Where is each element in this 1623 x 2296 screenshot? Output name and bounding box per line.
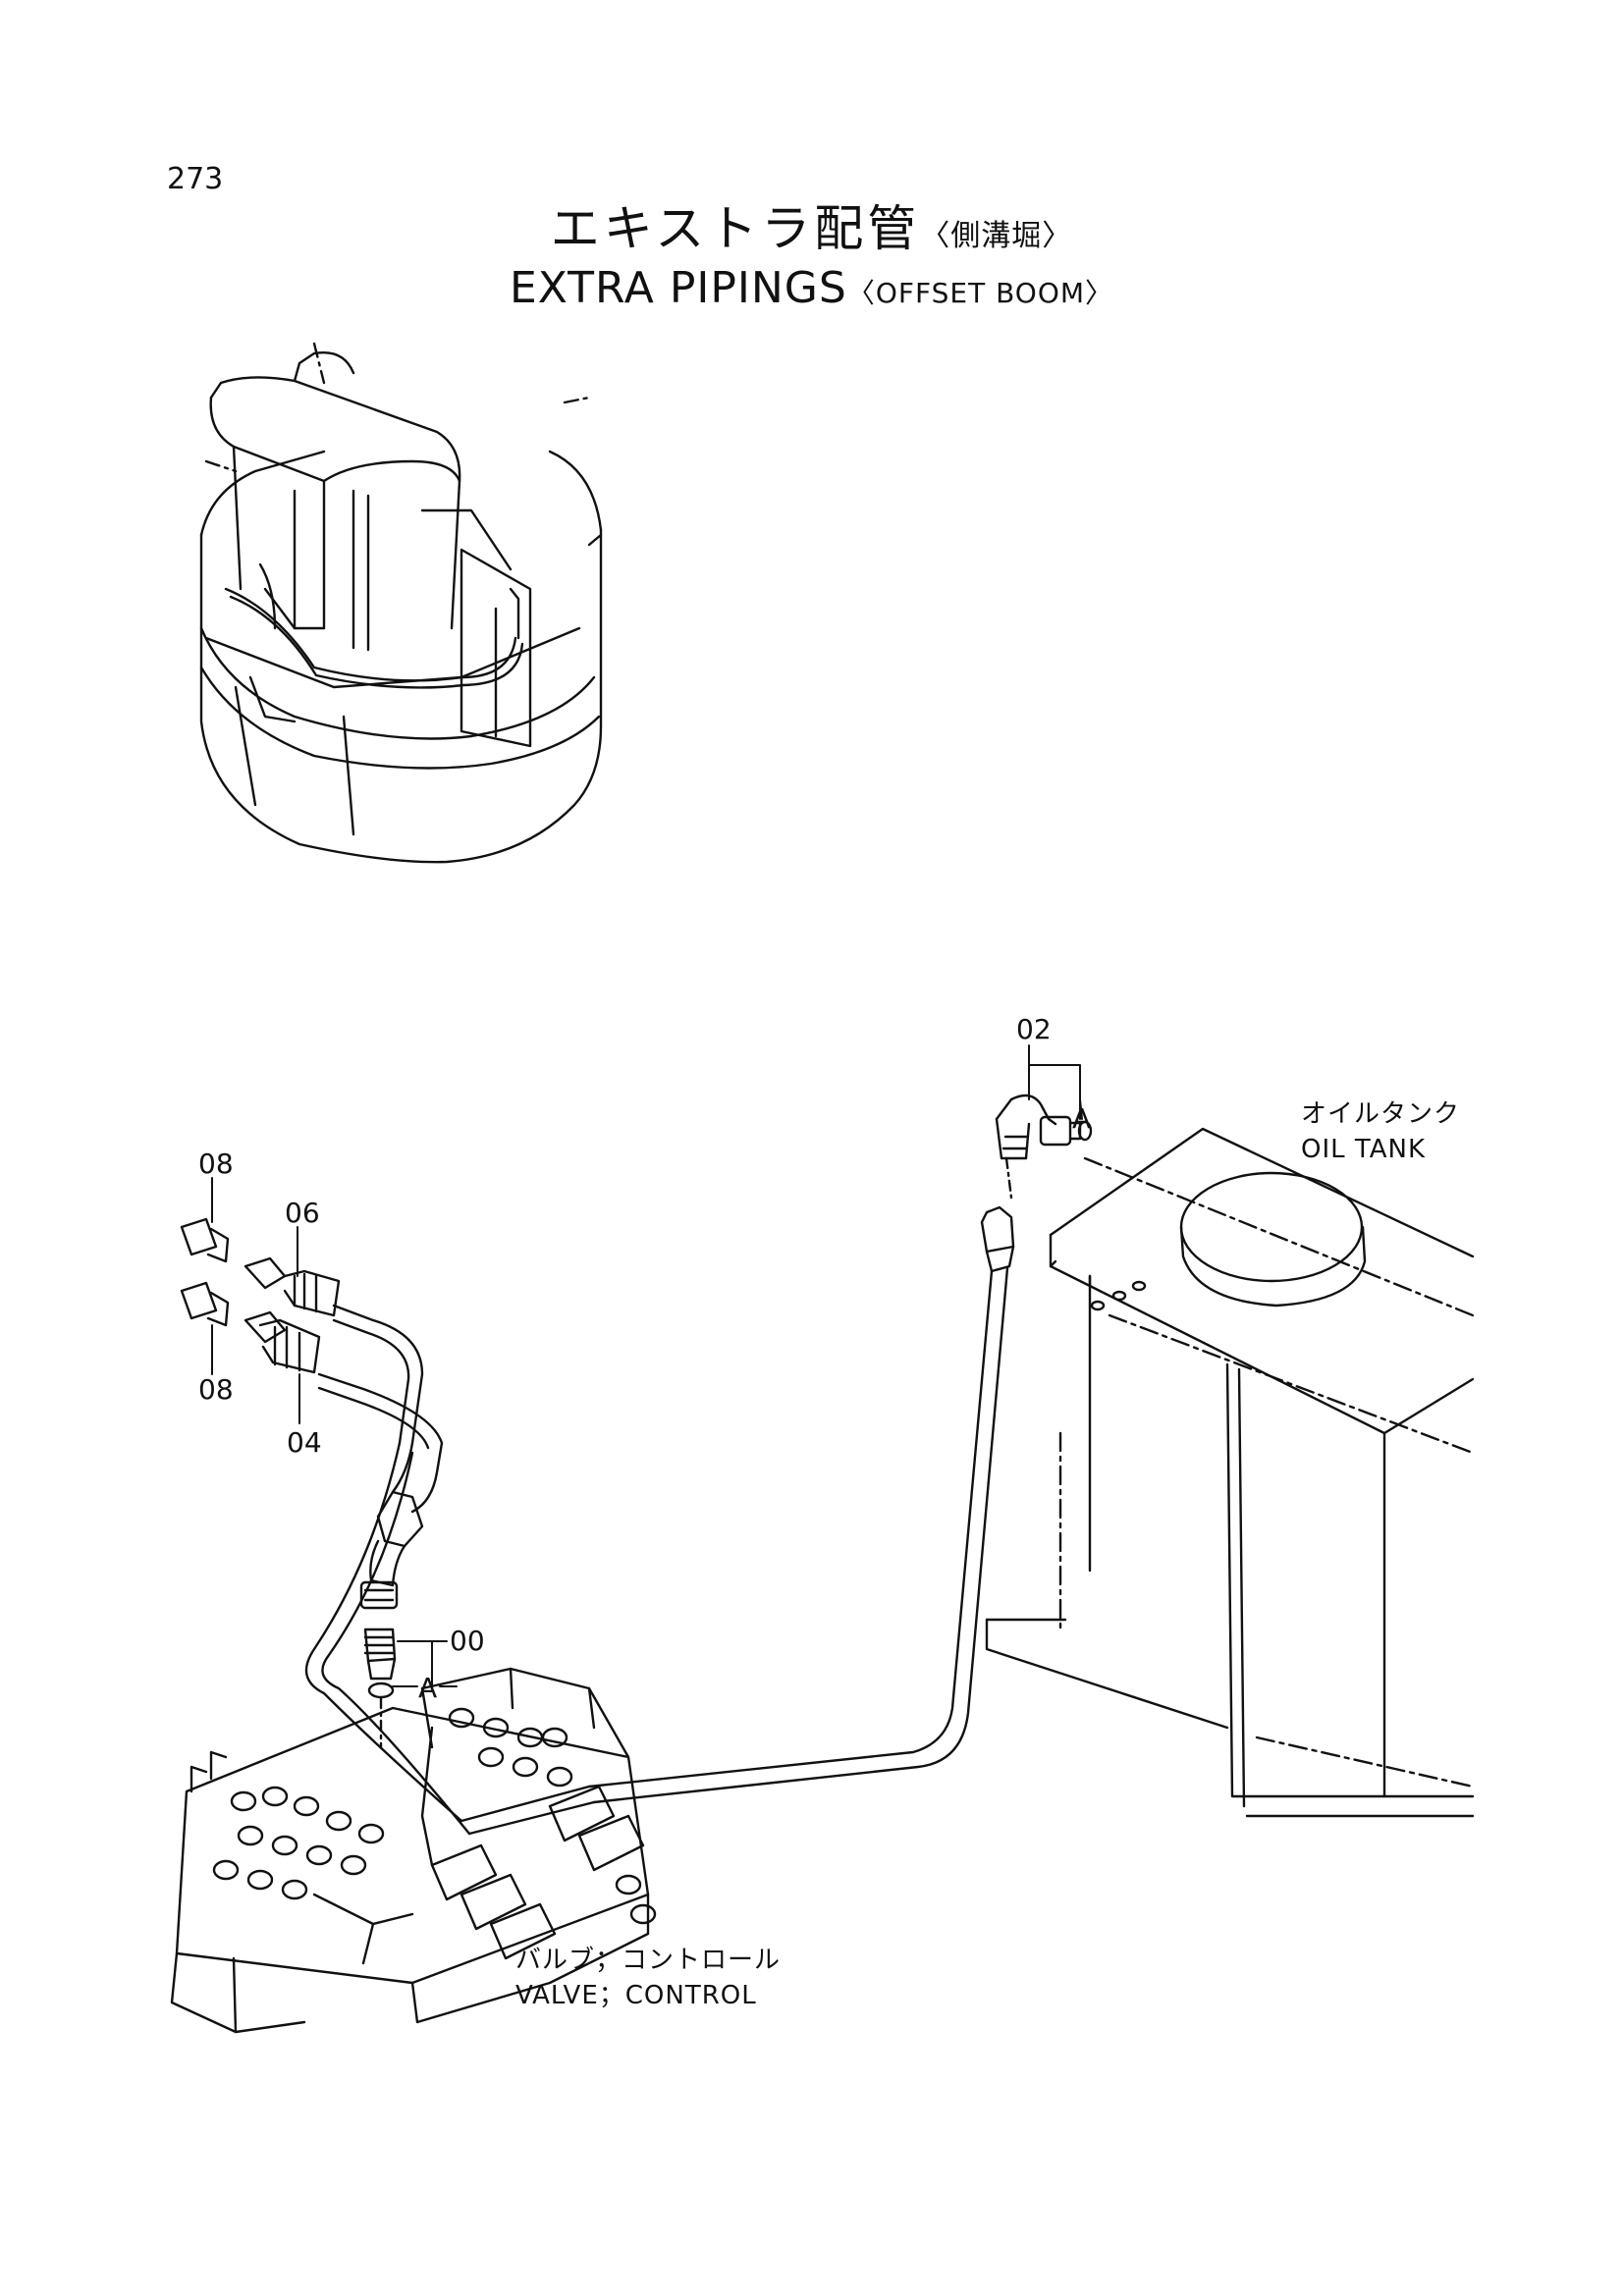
title-en-sub: 〈OFFSET BOOM〉 bbox=[846, 277, 1114, 309]
control-valve-figure bbox=[170, 1667, 657, 2034]
callout-00: 00 bbox=[450, 1625, 485, 1657]
valve-label-en: VALVE；CONTROL bbox=[515, 1981, 757, 2010]
machine-overview-figure bbox=[199, 342, 603, 864]
title-jp-main: エキストラ配管 bbox=[550, 200, 921, 257]
title-en-main: EXTRA PIPINGS bbox=[509, 263, 847, 313]
elbow-fitting-02 bbox=[995, 1094, 1093, 1200]
title-english: EXTRA PIPINGS〈OFFSET BOOM〉 bbox=[0, 267, 1623, 310]
title-jp-sub: 〈側溝堀〉 bbox=[920, 219, 1073, 253]
callout-06: 06 bbox=[285, 1197, 320, 1229]
callout-08-top: 08 bbox=[198, 1148, 234, 1180]
callout-08-bottom: 08 bbox=[198, 1373, 234, 1406]
title-japanese: エキストラ配管〈側溝堀〉 bbox=[0, 204, 1623, 253]
oil-tank-label-en: OIL TANK bbox=[1301, 1135, 1427, 1164]
callout-a-top: A bbox=[1072, 1102, 1092, 1135]
callout-04: 04 bbox=[287, 1426, 322, 1459]
adapter-00 bbox=[363, 1628, 397, 1749]
connectors-left bbox=[180, 1217, 341, 1374]
page-number: 273 bbox=[167, 162, 224, 196]
oil-tank-label-jp: オイルタンク bbox=[1301, 1099, 1461, 1129]
callout-a-valve: A bbox=[418, 1672, 438, 1704]
callout-leaders bbox=[211, 1044, 1083, 1689]
valve-label-jp: バルブ；コントロール bbox=[515, 1946, 782, 1975]
pipe-lines-04-06 bbox=[304, 1304, 471, 1836]
oil-tank-figure bbox=[985, 1127, 1475, 1818]
callout-02: 02 bbox=[1016, 1013, 1052, 1045]
return-pipe bbox=[460, 1205, 1015, 1836]
